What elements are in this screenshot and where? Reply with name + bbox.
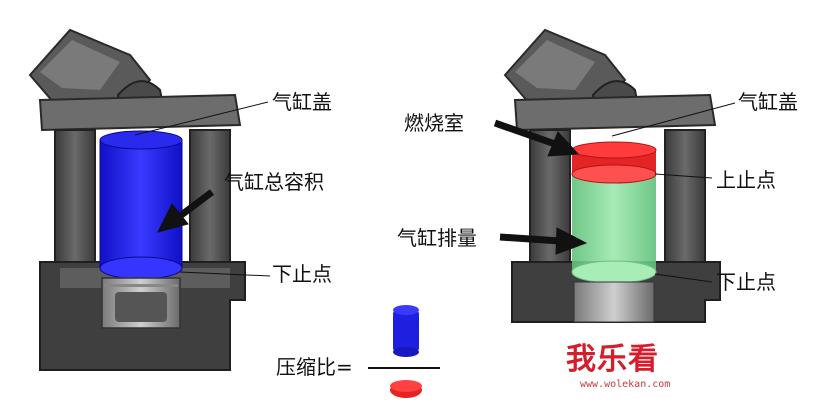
total-volume-cylinder <box>99 139 183 269</box>
arrow-combustion-shaft <box>493 119 557 148</box>
arrow-combustion-head <box>547 131 580 157</box>
numerator-bottom <box>393 347 419 357</box>
label-cylinder-head-left: 气缸盖 <box>272 90 332 114</box>
arrow-total-volume-shaft <box>177 189 215 219</box>
label-cylinder-head-right: 气缸盖 <box>738 90 798 114</box>
leader-bdc-left <box>179 271 271 277</box>
right-engine <box>503 28 721 323</box>
left-engine <box>28 28 246 371</box>
piston-pin-bore <box>115 292 167 322</box>
arrow-displacement-shaft <box>499 233 561 245</box>
right-wall <box>664 129 706 276</box>
right-wall <box>189 129 231 276</box>
watermark-url: www.wolekan.com <box>580 379 671 390</box>
annotations <box>134 101 736 283</box>
label-total-volume: 气缸总容积 <box>224 170 324 194</box>
displacement-bottom <box>571 260 657 284</box>
intake-port-highlight <box>515 40 595 90</box>
compression-ratio-formula <box>368 305 440 398</box>
watermark-logo: 我乐看 <box>566 342 659 377</box>
label-displacement: 气缸排量 <box>397 226 477 250</box>
arrow-total-volume-head <box>157 203 189 233</box>
left-wall <box>54 129 96 276</box>
piston <box>573 281 655 323</box>
combustion-chamber-top <box>571 141 657 159</box>
cylinder-head <box>38 93 242 132</box>
total-volume-bottom <box>99 256 183 280</box>
leader-bdc-right <box>654 273 713 283</box>
intake-port-highlight <box>40 40 120 90</box>
label-combustion-chamber: 燃烧室 <box>404 111 464 135</box>
leader-cylinder-head-right <box>611 102 736 137</box>
leader-cylinder-head-left <box>134 101 269 136</box>
arrow-displacement-head <box>555 227 588 255</box>
denominator-red-top <box>390 380 422 392</box>
total-volume-top <box>99 130 183 150</box>
numerator-blue-cylinder <box>393 310 419 352</box>
cylinder-head <box>513 93 717 132</box>
displacement-volume <box>572 172 656 272</box>
combustion-chamber-bottom <box>571 164 657 184</box>
numerator-top <box>393 305 419 315</box>
label-tdc: 上止点 <box>716 168 776 192</box>
leader-tdc <box>654 173 713 179</box>
label-bdc-right: 下止点 <box>716 270 776 294</box>
label-bdc-left: 下止点 <box>272 262 332 286</box>
piston-ring <box>104 284 178 287</box>
label-compression-ratio: 压缩比= <box>276 355 353 379</box>
